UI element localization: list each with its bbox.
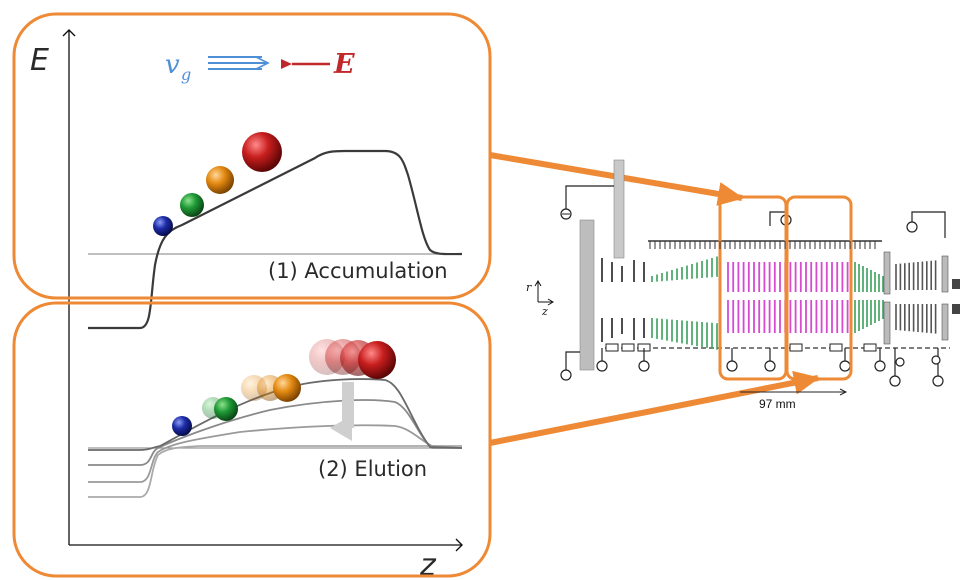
elution-ions (172, 339, 396, 436)
ion-green (214, 397, 238, 421)
z-axis-label: z (419, 548, 437, 580)
svg-text:97 mm: 97 mm (759, 397, 796, 411)
field-legend: E (281, 49, 355, 80)
svg-text:g: g (181, 65, 191, 84)
rail-comb (649, 241, 876, 249)
energy-axis-label: E (30, 43, 49, 78)
ion-red (242, 132, 282, 172)
elution-label: (2) Elution (318, 457, 427, 481)
svg-text:r: r (526, 281, 532, 294)
accumulation-label: (1) Accumulation (268, 259, 448, 283)
ion-orange (273, 374, 301, 402)
ion-green (180, 193, 204, 217)
connector-arrow-elution (489, 370, 820, 446)
svg-text:z: z (541, 305, 548, 318)
ion-orange (206, 166, 234, 194)
accumulation-potential-curve (88, 149, 463, 330)
ion-blue (172, 416, 192, 436)
velocity-legend: v g (165, 50, 268, 84)
elution-region-highlight (785, 195, 853, 381)
accumulation-region-highlight (718, 195, 788, 381)
svg-text:v: v (165, 50, 180, 80)
svg-text:E: E (333, 49, 355, 80)
ion-red (358, 341, 396, 379)
instrument-schematic: r z (526, 159, 960, 411)
elution-panel-frame (12, 301, 492, 578)
ion-blue (153, 216, 173, 236)
